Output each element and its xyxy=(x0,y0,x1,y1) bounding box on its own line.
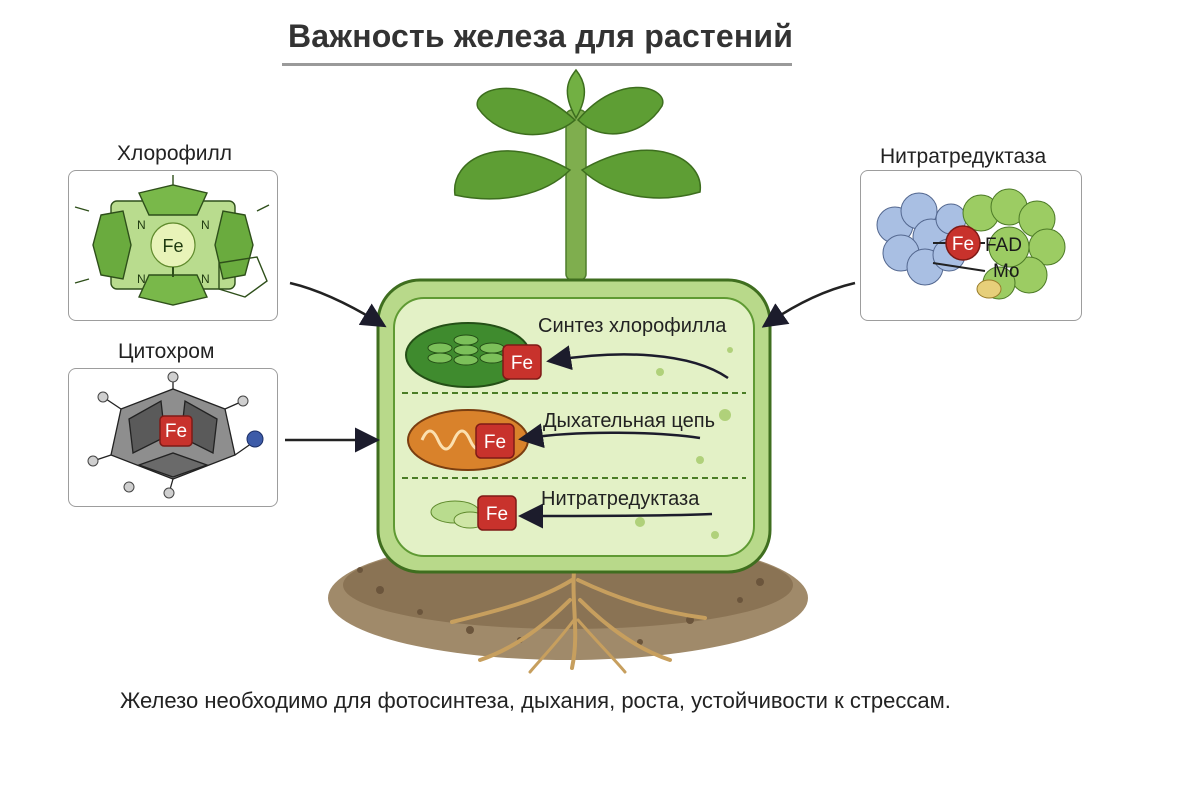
arrow-icon xyxy=(518,503,713,529)
chlorophyll-n-atom: N xyxy=(201,272,210,286)
fe-badge-text: Fe xyxy=(484,432,506,453)
fe-badge xyxy=(477,495,517,531)
row-label-respiratory-chain: Дыхательная цепь xyxy=(543,410,716,432)
chloroplast-icon xyxy=(405,322,531,388)
nitrate-panel-fe-text: Fe xyxy=(952,234,974,255)
title-underline xyxy=(282,63,792,66)
chlorophyll-n-atom: N xyxy=(201,218,210,232)
row-label-chlorophyll-synthesis: Синтез хлорофилла xyxy=(538,315,727,337)
cytochrome-fe-text: Fe xyxy=(165,421,187,442)
cytochrome-box: Fe xyxy=(68,368,278,507)
chlorophyll-label: Хлорофилл xyxy=(117,142,233,165)
fe-badge xyxy=(502,344,542,380)
leaves-icon xyxy=(454,68,701,200)
nitrate-reductase-panel-label: Нитратредуктаза xyxy=(880,145,1047,168)
cytochrome-molecule-icon: Fe xyxy=(87,371,264,499)
chlorophyll-n-atom: N xyxy=(137,272,146,286)
row-label-nitrate-reductase: Нитратредуктаза xyxy=(541,488,700,510)
nitrate-reductase-box: Fe FAD Mo xyxy=(860,170,1082,321)
cytochrome-label: Цитохром xyxy=(118,340,215,363)
fe-badge-text: Fe xyxy=(511,353,533,374)
roots-icon xyxy=(450,558,707,674)
chlorophyll-fe-text: Fe xyxy=(162,236,183,256)
stem-icon xyxy=(565,109,587,281)
fad-label: FAD xyxy=(985,235,1022,256)
chlorophyll-n-atom: N xyxy=(137,218,146,232)
page-title: Важность железа для растений xyxy=(288,18,794,54)
arrow-icon xyxy=(518,423,701,449)
caption: Железо необходимо для фотосинтеза, дыхан… xyxy=(120,688,951,713)
nitrate-reductase-protein-icon: Fe FAD Mo xyxy=(876,188,1066,300)
mo-label: Mo xyxy=(993,261,1019,282)
arrow-icon xyxy=(761,281,856,328)
arrow-icon xyxy=(289,281,387,328)
chlorophyll-molecule-icon: Fe N N N N xyxy=(74,175,270,306)
fe-badge xyxy=(475,423,515,459)
arrow-icon xyxy=(546,345,729,380)
chlorophyll-box: Fe N N N N xyxy=(68,170,278,321)
fe-badge-text: Fe xyxy=(486,504,508,525)
